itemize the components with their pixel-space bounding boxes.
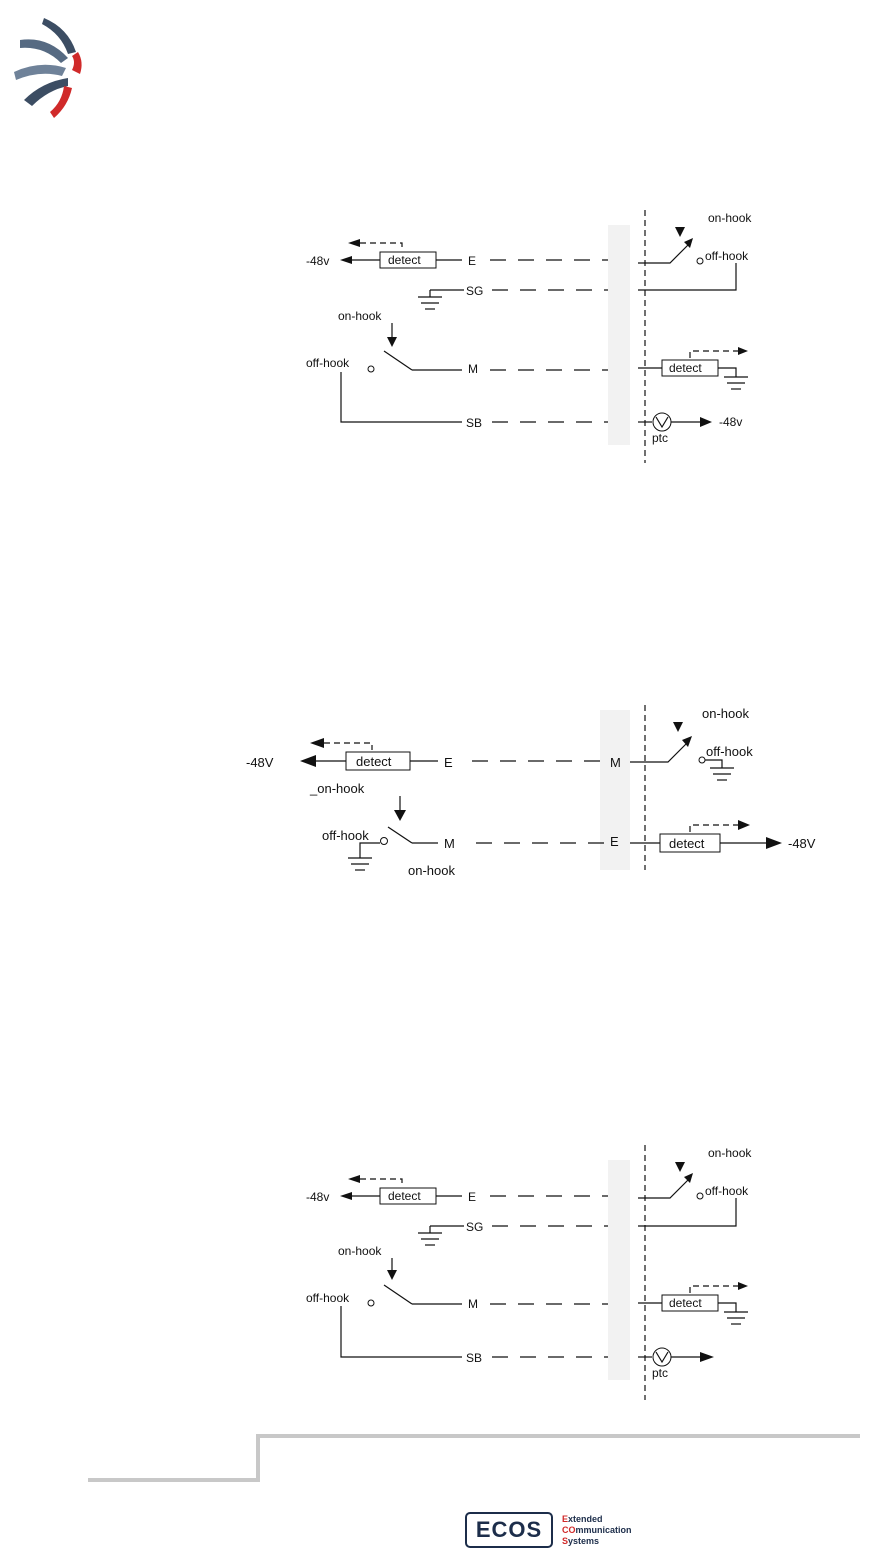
signaling-diagram-1: -48v detect E SG on-hook off-hook M SB o… [0, 205, 873, 470]
ecos-word-2: COmmunication [562, 1525, 632, 1536]
off-hook-label: off-hook [306, 1291, 350, 1305]
detect-label-right: detect [669, 1296, 702, 1310]
on-hook-label: on-hook [338, 309, 382, 323]
lead-e-label: E [468, 254, 476, 268]
detect-label: detect [388, 253, 421, 267]
on-hook-label-right: on-hook [708, 1146, 752, 1160]
ptc-label: ptc [652, 431, 668, 445]
signaling-diagram-3: -48v detect E SG on-hook off-hook M SB o… [0, 1140, 873, 1405]
ecos-brand-box: ECOS [465, 1512, 553, 1548]
on-hook-label-right: on-hook [702, 706, 749, 721]
on-hook-label-right: on-hook [708, 211, 752, 225]
lead-sg-label: SG [466, 1220, 483, 1234]
on-hook-label: on-hook [338, 1244, 382, 1258]
lead-e-label: E [468, 1190, 476, 1204]
voltage-label: -48v [306, 1190, 329, 1204]
lead-sb-label: SB [466, 416, 482, 430]
footer-divider [0, 1430, 873, 1490]
detect-label: detect [356, 754, 392, 769]
ecos-word-3: Systems [562, 1536, 632, 1547]
swirl-logo-icon [6, 10, 96, 120]
detect-label-right: detect [669, 836, 705, 851]
ecos-brand-text: ECOS [476, 1517, 542, 1543]
voltage-label-right: -48V [788, 836, 816, 851]
on-hook-label-bottom: on-hook [408, 863, 455, 878]
voltage-label: -48v [306, 254, 329, 268]
off-hook-label: off-hook [322, 828, 369, 843]
lead-sg-label: SG [466, 284, 483, 298]
lead-m-label: M [468, 1297, 478, 1311]
ecos-tagline: Extended COmmunication Systems [562, 1514, 632, 1547]
lead-m-label: M [468, 362, 478, 376]
voltage-label-right: -48v [719, 415, 742, 429]
detect-label: detect [388, 1189, 421, 1203]
off-hook-label-right: off-hook [705, 1184, 749, 1198]
voltage-label: -48V [246, 755, 274, 770]
ecos-word-1: Extended [562, 1514, 632, 1525]
lead-m-label-right: M [610, 755, 621, 770]
lead-sb-label: SB [466, 1351, 482, 1365]
detect-label-right: detect [669, 361, 702, 375]
off-hook-label-right: off-hook [705, 249, 749, 263]
lead-e-label-right: E [610, 834, 619, 849]
lead-m-label: M [444, 836, 455, 851]
ecos-logo: ECOS Extended COmmunication Systems [465, 1512, 655, 1552]
ptc-label: ptc [652, 1366, 668, 1380]
on-hook-label: _on-hook [309, 781, 365, 796]
signaling-diagram-2: -48V detect E M _on-hook off-hook on-hoo… [0, 700, 873, 895]
lead-e-label: E [444, 755, 453, 770]
off-hook-label: off-hook [306, 356, 350, 370]
off-hook-label-right: off-hook [706, 744, 753, 759]
